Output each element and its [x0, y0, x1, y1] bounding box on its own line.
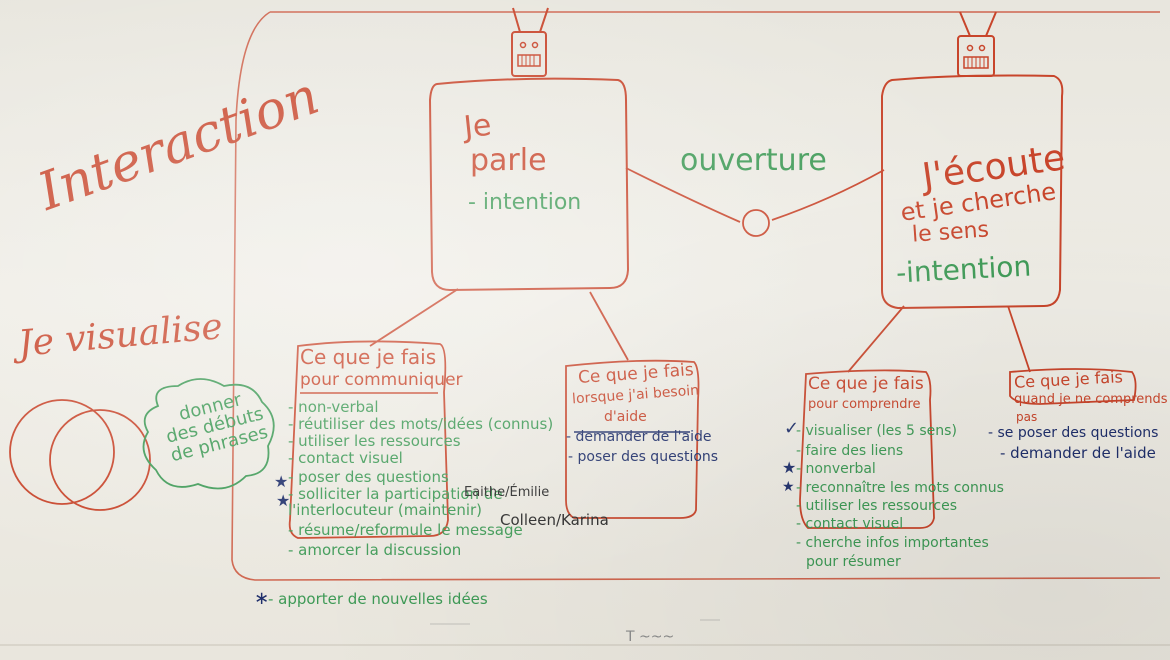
left-robot-head: [511, 31, 547, 77]
branch-left-2: [589, 291, 629, 361]
venn-circle-left: [9, 399, 115, 505]
right-robot-antennae: [959, 11, 997, 37]
star-icon: ★: [276, 491, 291, 510]
left-robot-antennae: [512, 7, 549, 33]
ouverture-label: ouverture: [680, 143, 827, 178]
connector-node: [742, 209, 770, 237]
box-comprendre-frame: [799, 369, 935, 529]
list-item: - solliciter la participation de: [288, 485, 503, 503]
check-icon: ✓: [784, 418, 800, 439]
star-icon: ★: [782, 458, 797, 477]
venn-circle-right: [49, 409, 151, 511]
list-item: - non-verbal: [288, 398, 379, 416]
aide-header-3: d'aide: [604, 409, 647, 425]
footer-scribble: T ~~~: [626, 629, 675, 645]
list-item: - poser des questions: [288, 468, 449, 486]
list-item: - utiliser les ressources: [288, 432, 461, 450]
list-item: - cherche infos importantes: [796, 535, 989, 551]
right-robot-title-3: le sens: [911, 217, 990, 248]
comprendre-header-2: pour comprendre: [808, 397, 921, 412]
left-robot-title-2: parle: [470, 143, 547, 178]
list-item: - nonverbal: [796, 461, 876, 477]
list-item: - contact visuel: [288, 449, 403, 467]
branch-right-2: [1007, 305, 1031, 373]
names-eaithe-emilie: Eaithe/Émilie: [464, 485, 550, 500]
right-robot-body: [881, 74, 1064, 310]
right-robot-head: [957, 35, 995, 77]
thought-bubble: [142, 378, 275, 490]
branch-left-1: [369, 288, 459, 347]
right-robot-intention: -intention: [895, 249, 1032, 290]
box-comprends-pas-frame: [1009, 368, 1137, 405]
comprends-pas-header-3: pas: [1016, 410, 1038, 424]
comprends-pas-header-2: quand je ne comprends: [1014, 392, 1168, 407]
left-robot-body: [428, 77, 630, 292]
communiquer-header-2: pour communiquer: [300, 370, 463, 390]
star-icon: ★: [782, 479, 795, 495]
list-item: - amorcer la discussion: [288, 541, 462, 559]
list-item: l'interlocuteur (maintenir): [288, 501, 483, 519]
communiquer-last-item: - apporter de nouvelles idées: [268, 590, 488, 608]
comprendre-header-1: Ce que je fais: [808, 374, 924, 394]
list-item: - utiliser les ressources: [796, 498, 958, 514]
asterisk-icon: ∗: [254, 588, 270, 609]
communiquer-header-1: Ce que je fais: [300, 345, 437, 369]
star-icon: ★: [274, 472, 289, 491]
aide-item-2: - poser des questions: [568, 449, 719, 465]
comprendre-list: - visualiser (les 5 sens) - faire des li…: [796, 424, 1004, 573]
left-robot-intention: - intention: [468, 190, 582, 215]
list-item: - résume/reformule le message: [288, 521, 523, 539]
list-item: - faire des liens: [796, 443, 904, 459]
names-colleen-karina: Colleen/Karina: [500, 511, 609, 529]
list-item: - visualiser (les 5 sens): [796, 423, 957, 439]
list-item: - contact visuel: [796, 516, 904, 532]
communiquer-list: - non-verbal - réutiliser des mots/idées…: [288, 400, 553, 575]
box-communiquer-frame: [288, 340, 449, 539]
branch-right-1: [847, 305, 905, 373]
aide-item-1: - demander de l'aide: [566, 429, 712, 445]
connector-line: [625, 167, 885, 223]
comprends-pas-item-2: - demander de l'aide: [1000, 444, 1156, 462]
list-item: pour résumer: [806, 554, 901, 570]
left-robot-title-1: Je: [462, 107, 494, 146]
comprends-pas-item-1: - se poser des questions: [988, 425, 1159, 441]
list-item: - reconnaître les mots connus: [796, 480, 1004, 496]
outer-frame: [231, 11, 1161, 581]
list-item: - réutiliser des mots/idées (connus): [288, 415, 554, 433]
box-aide-frame: [565, 359, 700, 519]
